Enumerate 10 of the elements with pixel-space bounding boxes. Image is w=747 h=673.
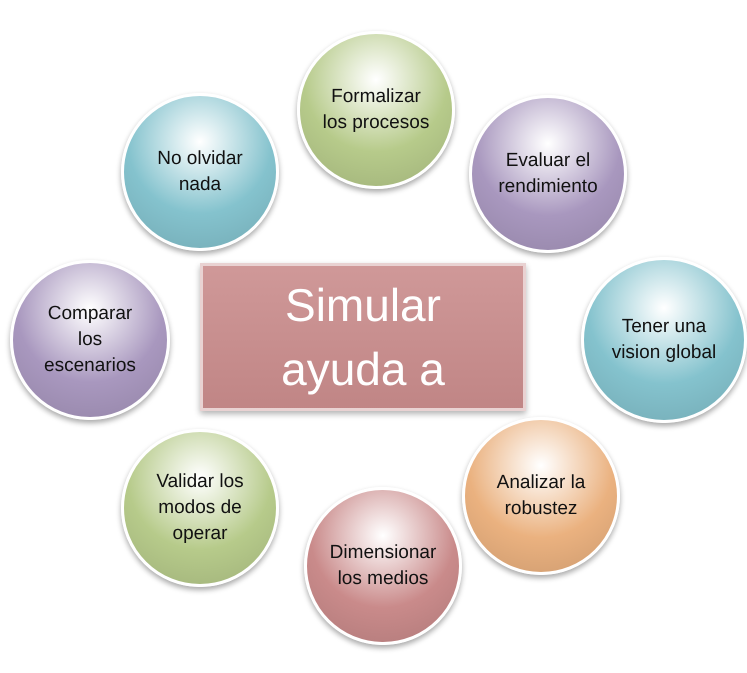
topic-label: Tener una vision global — [610, 315, 718, 365]
topic-label: Formalizar los procesos — [322, 85, 430, 135]
topic-label: Dimensionar los medios — [328, 541, 438, 591]
center-title: Simular ayuda a — [280, 278, 446, 397]
center-box — [200, 263, 526, 411]
topic-label: Analizar la robustez — [496, 471, 586, 521]
topic-label: Validar los modos de operar — [155, 470, 245, 546]
topic-label: Comparar los escenarios — [43, 302, 137, 378]
topic-label: No olvidar nada — [156, 147, 244, 197]
topic-label: Evaluar el rendimiento — [497, 149, 599, 199]
